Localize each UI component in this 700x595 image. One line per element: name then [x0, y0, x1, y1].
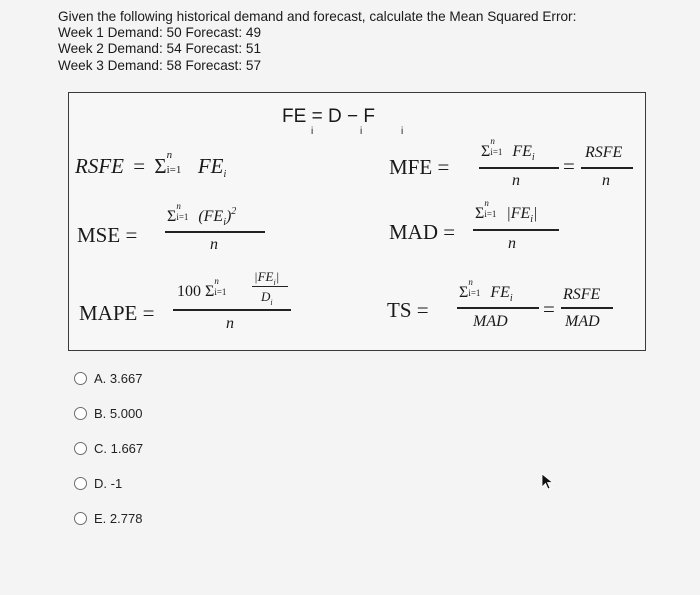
option-a[interactable]: A. 3.667 [74, 371, 142, 386]
question-prompt: Given the following historical demand an… [58, 9, 577, 24]
fe-formula: FE = D − F [282, 106, 375, 127]
mape-label: MAPE = [79, 301, 155, 325]
ts-equals-2: = [543, 297, 555, 321]
mse-denominator: n [210, 236, 218, 253]
ts-label: TS = [387, 298, 429, 322]
mfe-denominator: n [512, 172, 520, 189]
week-3-line: Week 3 Demand: 58 Forecast: 57 [58, 57, 262, 73]
radio-button-icon[interactable] [74, 372, 87, 385]
question-text: Given the following historical demand an… [58, 9, 576, 74]
mouse-cursor-icon [541, 473, 554, 490]
week-1-line: Week 1 Demand: 50 Forecast: 49 [58, 25, 262, 41]
option-b-label: B. 5.000 [94, 406, 143, 421]
radio-button-icon[interactable] [74, 407, 87, 420]
mape-inner-numerator: |FEi| [254, 269, 280, 287]
mape-inner-denominator: Di [261, 289, 273, 307]
mfe-denominator-2: n [602, 172, 610, 189]
f-sub: i [401, 126, 404, 137]
radio-button-icon[interactable] [74, 477, 87, 490]
mse-label: MSE = [77, 223, 138, 247]
week-2-line: Week 2 Demand: 54 Forecast: 51 [58, 41, 262, 57]
option-e-label: E. 2.778 [94, 511, 143, 526]
option-a-label: A. 3.667 [94, 371, 143, 386]
mfe-rsfe: RSFE [585, 144, 623, 161]
mad-label: MAD = [389, 220, 456, 244]
ts-rsfe: RSFE [563, 286, 601, 303]
ts-denominator: MAD [473, 313, 508, 330]
option-e[interactable]: E. 2.778 [74, 511, 142, 526]
ts-mad: MAD [565, 313, 600, 330]
option-c[interactable]: C. 1.667 [74, 441, 143, 456]
mad-denominator: n [508, 235, 516, 252]
option-b[interactable]: B. 5.000 [74, 406, 142, 421]
radio-button-icon[interactable] [74, 512, 87, 525]
radio-button-icon[interactable] [74, 442, 87, 455]
option-c-label: C. 1.667 [94, 441, 144, 456]
option-d-label: D. -1 [94, 476, 123, 491]
mfe-label: MFE = [389, 155, 450, 179]
mape-denominator: n [226, 315, 234, 332]
mfe-equals-2: = [563, 154, 575, 178]
d-sub: i [360, 126, 363, 137]
fe-sub: i [311, 126, 314, 137]
option-d[interactable]: D. -1 [74, 476, 122, 491]
